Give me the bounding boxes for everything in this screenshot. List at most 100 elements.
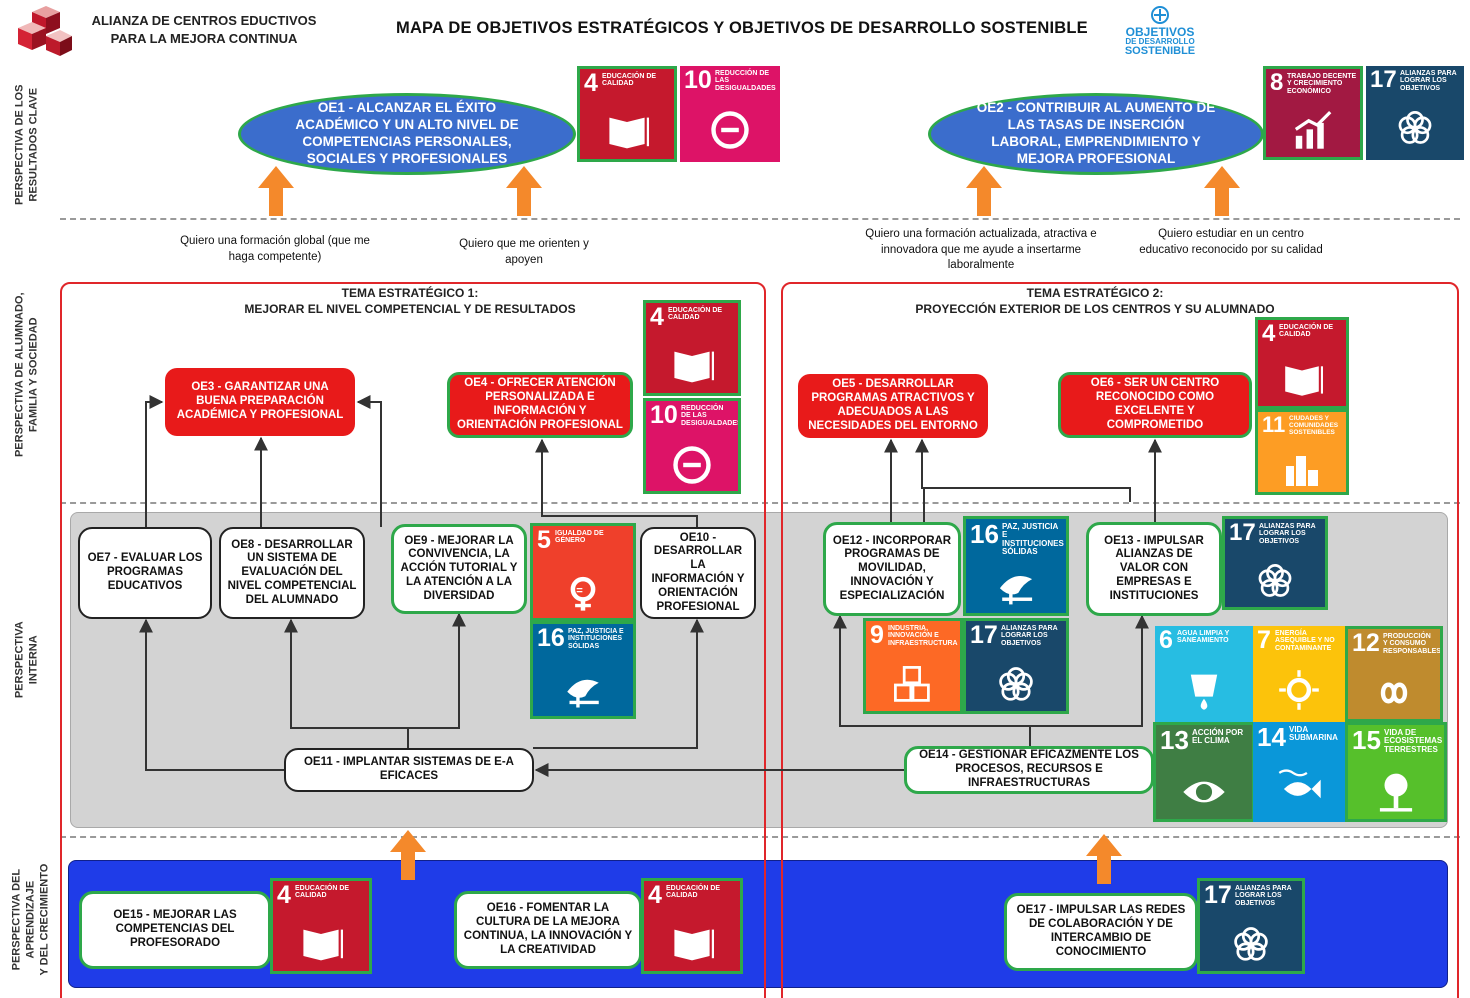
- theme-1-title: TEMA ESTRATÉGICO 1: MEJORAR EL NIVEL COM…: [244, 286, 576, 316]
- cubes-icon: [891, 663, 935, 707]
- equality-icon: [708, 108, 752, 152]
- sdg-label: EDUCACIÓN DE CALIDAD: [666, 885, 721, 900]
- objective-oe8: OE8 - DESARROLLAR UN SISTEMA DE EVALUACI…: [219, 527, 365, 619]
- sdg-label: REDUCCIÓN DE LAS DESIGUALDADES: [715, 70, 776, 92]
- sdg-label: ACCIÓN POR EL CLIMA: [1192, 728, 1244, 746]
- sdg-label: ALIANZAS PARA LOGRAR LOS OBJETIVOS: [1235, 885, 1292, 907]
- sdg-label: VIDA DE ECOSISTEMAS TERRESTRES: [1384, 728, 1443, 754]
- equality-icon: [670, 443, 714, 487]
- sdg-number: 4: [648, 881, 662, 909]
- sdg-number: 4: [1262, 320, 1276, 347]
- objective-oe16: OE16 - FOMENTAR LA CULTURA DE LA MEJORA …: [454, 891, 642, 969]
- sdg-label: PAZ, JUSTICIA E INSTITUCIONES SÓLIDAS: [1002, 522, 1064, 557]
- svg-text:=: =: [576, 585, 583, 597]
- quote-recognised-centre: Quiero estudiar en un centro educativo r…: [1139, 228, 1323, 256]
- page-title: MAPA DE OBJETIVOS ESTRATÉGICOS Y OBJETIV…: [396, 19, 1088, 37]
- objective-oe3: OE3 - GARANTIZAR UNA BUENA PREPARACIÓN A…: [165, 368, 355, 436]
- objective-oe11: OE11 - IMPLANTAR SISTEMAS DE E-A EFICACE…: [284, 748, 534, 792]
- un-globe-icon: [1151, 6, 1169, 24]
- divider-internal: [60, 836, 1460, 838]
- objective-oe15: OE15 - MEJORAR LAS COMPETENCIAS DEL PROF…: [79, 891, 271, 969]
- flower-icon: [1254, 560, 1297, 603]
- objective-oe9: OE9 - MEJORAR LA CONVIVENCIA, LA ACCIÓN …: [391, 524, 527, 614]
- sdg-label: EDUCACIÓN DE CALIDAD: [295, 885, 350, 900]
- sdg-number: 8: [1270, 69, 1284, 96]
- objective-oe6: OE6 - SER UN CENTRO RECONOCIDO COMO EXCE…: [1058, 372, 1252, 438]
- theme-2-title: TEMA ESTRATÉGICO 2: PROYECCIÓN EXTERIOR …: [915, 286, 1275, 316]
- sdg-6-tile: 6 AGUA LIMPIA Y SANEAMIENTO: [1155, 626, 1253, 722]
- up-arrow: [966, 166, 1002, 216]
- sdg-number: 7: [1257, 626, 1271, 654]
- objective-oe17: OE17 - IMPULSAR LAS REDES DE COLABORACIÓ…: [1004, 893, 1198, 971]
- up-arrow: [1204, 166, 1240, 216]
- ods-logo-line1: OBJETIVOS: [1125, 25, 1195, 39]
- quote-updated-training: Quiero una formación actualizada, atract…: [865, 228, 1097, 272]
- sdg-4-tile: 4 EDUCACIÓN DE CALIDAD: [641, 878, 743, 974]
- sdg-label: VIDA SUBMARINA: [1289, 725, 1338, 743]
- water-icon: [1182, 668, 1226, 712]
- fish-icon: [1277, 766, 1323, 812]
- divider-results: [60, 218, 1460, 220]
- sdg-number: 4: [584, 69, 598, 97]
- theme-2-frame: [781, 282, 1459, 998]
- ods-logo: OBJETIVOS DE DESARROLLO SOSTENIBLE: [1118, 6, 1202, 60]
- org-name: ALIANZA DE CENTROS EDUCTIVOS PARA LA MEJ…: [84, 12, 324, 47]
- org-name-line2: PARA LA MEJORA CONTINUA: [110, 30, 298, 46]
- sun-icon: [1277, 668, 1321, 712]
- ods-logo-line2: DE DESARROLLO: [1125, 37, 1195, 46]
- flower-icon: [1229, 923, 1273, 967]
- sdg-number: 15: [1352, 725, 1381, 755]
- objective-oe2: OE2 - CONTRIBUIR AL AUMENTO DE LAS TASAS…: [928, 93, 1264, 175]
- sdg-label: PRODUCCIÓN Y CONSUMO RESPONSABLES: [1383, 633, 1441, 655]
- sdg-number: 4: [277, 881, 291, 909]
- sdg-4-tile: 4 EDUCACIÓN DE CALIDAD: [270, 878, 372, 974]
- sdg-label: ALIANZAS PARA LOGRAR LOS OBJETIVOS: [1259, 523, 1316, 545]
- sdg-label: REDUCCIÓN DE LAS DESIGUALDADES: [681, 405, 741, 427]
- sdg-label: INDUSTRIA, INNOVACIÓN E INFRAESTRUCTURA: [888, 625, 958, 647]
- ods-logo-line3: SOSTENIBLE: [1124, 45, 1196, 57]
- sdg-number: 6: [1159, 626, 1173, 654]
- objective-oe14: OE14 - GESTIONAR EFICAZMENTE LOS PROCESO…: [904, 746, 1154, 794]
- tree-icon: [1373, 769, 1419, 815]
- dove-icon: [993, 563, 1039, 609]
- up-arrow: [506, 166, 542, 216]
- up-arrow: [1086, 834, 1122, 884]
- theme-1-frame: [60, 282, 766, 998]
- book-icon: [299, 923, 346, 967]
- book-icon: [605, 111, 652, 155]
- sdg-label: CIUDADES Y COMUNIDADES SOSTENIBLES: [1289, 415, 1339, 436]
- sdg-number: 16: [537, 624, 565, 652]
- sdg-number: 9: [870, 621, 884, 649]
- sdg-number: 11: [1262, 412, 1286, 437]
- sdg-label: AGUA LIMPIA Y SANEAMIENTO: [1177, 630, 1230, 645]
- sdg-label: ENERGÍA ASEQUIBLE Y NO CONTAMINANTE: [1275, 630, 1335, 652]
- quote-guidance: Quiero que me orienten y apoyen: [459, 238, 589, 266]
- growth-icon: [1292, 110, 1335, 153]
- book-icon: [1281, 360, 1326, 402]
- sdg-label: EDUCACIÓN DE CALIDAD: [668, 307, 723, 322]
- flower-icon: [994, 663, 1038, 707]
- quote-global-training: Quiero una formación global (que me haga…: [180, 235, 370, 263]
- sdg-number: 10: [650, 401, 678, 429]
- sdg-label: ALIANZAS PARA LOGRAR LOS OBJETIVOS: [1400, 70, 1457, 92]
- flower-icon: [1394, 107, 1437, 150]
- sdg-number: 17: [1370, 66, 1397, 93]
- sdg-number: 5: [537, 526, 551, 554]
- sdg-number: 13: [1160, 725, 1189, 755]
- sdg-label: ALIANZAS PARA LOGRAR LOS OBJETIVOS: [1001, 625, 1058, 647]
